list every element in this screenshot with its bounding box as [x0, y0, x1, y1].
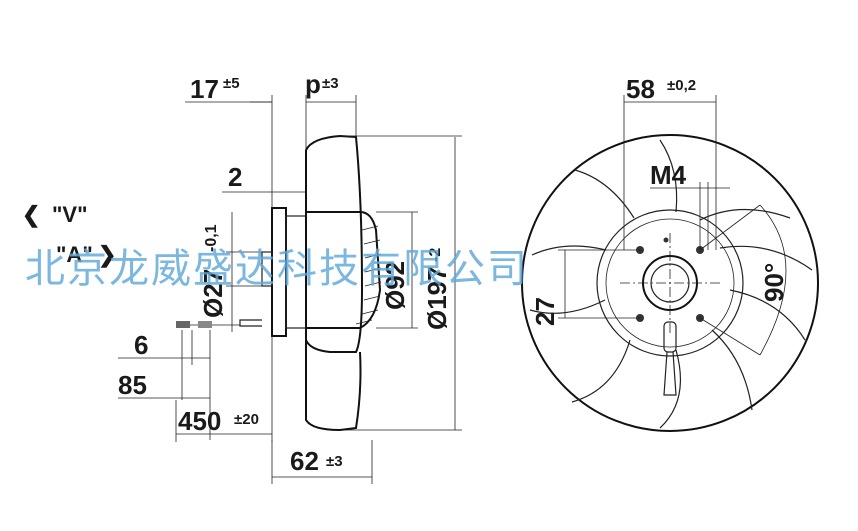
arrow-left-icon: ❮: [22, 202, 40, 228]
cable-lead: [663, 351, 677, 396]
blade-lines: [355, 225, 382, 325]
dim-90deg: 90°: [759, 263, 789, 302]
dim-62: 62: [290, 446, 319, 476]
dim-27-tol: -0,1: [203, 224, 220, 252]
shaft-stub: [261, 251, 273, 287]
dim-17-tol: ±5: [223, 75, 240, 92]
dim-85: 85: [118, 370, 147, 400]
dim-M4: M4: [650, 160, 687, 190]
cable-outlet: [239, 319, 262, 327]
dim-27: Ø27: [198, 269, 228, 318]
mount-hole-5: [663, 237, 669, 243]
dim-197-tol: -2: [427, 248, 444, 262]
motor-body: [305, 211, 382, 329]
impeller-lower: [305, 340, 362, 432]
dim-2: 2: [228, 162, 242, 192]
cable-end-1: [176, 321, 190, 328]
front-view: 58 ±0,2 M4 27 90°: [521, 74, 819, 432]
impeller-outer-circle: [521, 134, 819, 432]
cable-end-2: [198, 321, 212, 328]
dim-197: Ø197: [422, 266, 452, 330]
dim-58-tol: ±0,2: [667, 77, 696, 94]
side-view: 17 ±5 p ±3 2 Ø27 -0,1 Ø92 Ø197 -2 6: [22, 69, 462, 484]
dim-p-tol: ±3: [322, 75, 339, 92]
arrow-right-icon: ❯: [98, 242, 116, 268]
blades: [529, 139, 813, 429]
watermark-text: 北京龙威盛达科技有限公司: [25, 246, 529, 292]
angle-arc: [759, 204, 787, 356]
impeller-outline: [305, 134, 364, 353]
hub-circle: [596, 209, 744, 357]
hub-inner-circle: [605, 218, 735, 348]
rotation-v-label: "V": [52, 202, 88, 227]
dim-58: 58: [626, 74, 655, 104]
dim-450-tol: ±20: [234, 411, 259, 428]
cable-gland: [663, 321, 677, 353]
dim-17: 17: [190, 74, 219, 104]
dim-27-front: 27: [530, 297, 560, 326]
dim-450: 450: [178, 406, 221, 436]
dim-62-tol: ±3: [326, 453, 343, 470]
dim-92: Ø92: [380, 261, 410, 310]
dim-6: 6: [134, 330, 148, 360]
dim-p: p: [305, 69, 321, 99]
rotation-a-label: "A": [56, 242, 93, 267]
